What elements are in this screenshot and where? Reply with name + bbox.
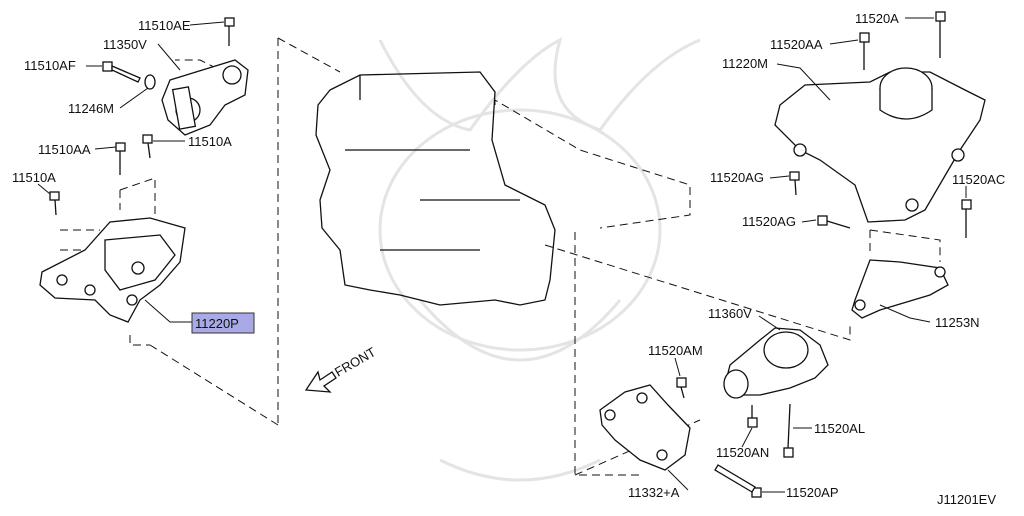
mount-11220M <box>774 67 986 223</box>
engine-block <box>315 71 556 306</box>
label-11520AP[interactable]: 11520AP <box>786 485 839 500</box>
label-11220M[interactable]: 11220M <box>722 56 768 71</box>
bolt-11520AM <box>676 377 687 399</box>
bolt-11520AP <box>714 464 762 498</box>
bracket-11332A <box>599 384 691 471</box>
bolt-11520AA <box>859 32 870 70</box>
label-11246M[interactable]: 11246M <box>68 101 114 116</box>
bolt-11510A-left-upper <box>142 134 153 159</box>
label-11520AM[interactable]: 11520AM <box>648 343 703 358</box>
label-11510A-left-upper[interactable]: 11510A <box>188 134 232 149</box>
washer-11246M <box>144 74 156 90</box>
diagram-code: J11201EV <box>937 492 996 507</box>
leader-lines <box>37 17 967 493</box>
bolt-11510A-left <box>49 191 60 216</box>
label-11253N[interactable]: 11253N <box>935 315 980 330</box>
bolt-11520AN <box>747 405 758 428</box>
bolt-11520AL <box>783 403 794 458</box>
label-11520AG-1[interactable]: 11520AG <box>710 170 764 185</box>
bolt-11520AG-2 <box>817 215 851 229</box>
label-11510AE[interactable]: 11510AE <box>138 18 191 33</box>
bolt-11520AG-1 <box>789 171 800 196</box>
label-11520A[interactable]: 11520A <box>855 11 899 26</box>
label-11350V[interactable]: 11350V <box>103 37 147 52</box>
mount-11360V <box>723 327 829 399</box>
bolt-11520AC <box>961 199 972 238</box>
label-11520AL[interactable]: 11520AL <box>814 421 865 436</box>
bolt-11510AE <box>224 17 235 46</box>
label-11520AN[interactable]: 11520AN <box>716 445 769 460</box>
bolt-11510AA <box>115 142 126 175</box>
label-11332A[interactable]: 11332+A <box>628 485 680 500</box>
bolt-11510AF <box>102 61 141 83</box>
label-11510AA[interactable]: 11510AA <box>38 142 91 157</box>
bolt-11520A-right <box>935 11 946 58</box>
label-11360V[interactable]: 11360V <box>708 306 752 321</box>
label-11520AA[interactable]: 11520AA <box>770 37 823 52</box>
label-11220P[interactable]: 11220P <box>195 316 239 331</box>
label-11520AC[interactable]: 11520AC <box>952 172 1005 187</box>
label-11510AF[interactable]: 11510AF <box>24 58 76 73</box>
highlight-11220P <box>191 312 255 334</box>
upper-mount-bracket <box>161 59 249 136</box>
label-11520AG-2[interactable]: 11520AG <box>742 214 796 229</box>
front-arrow-icon <box>304 370 337 393</box>
label-11510A-left[interactable]: 11510A <box>12 170 56 185</box>
front-label: FRONT <box>332 344 378 379</box>
bracket-11253N <box>851 259 949 319</box>
mount-11220P <box>39 217 186 323</box>
watermark-logo <box>378 37 701 482</box>
